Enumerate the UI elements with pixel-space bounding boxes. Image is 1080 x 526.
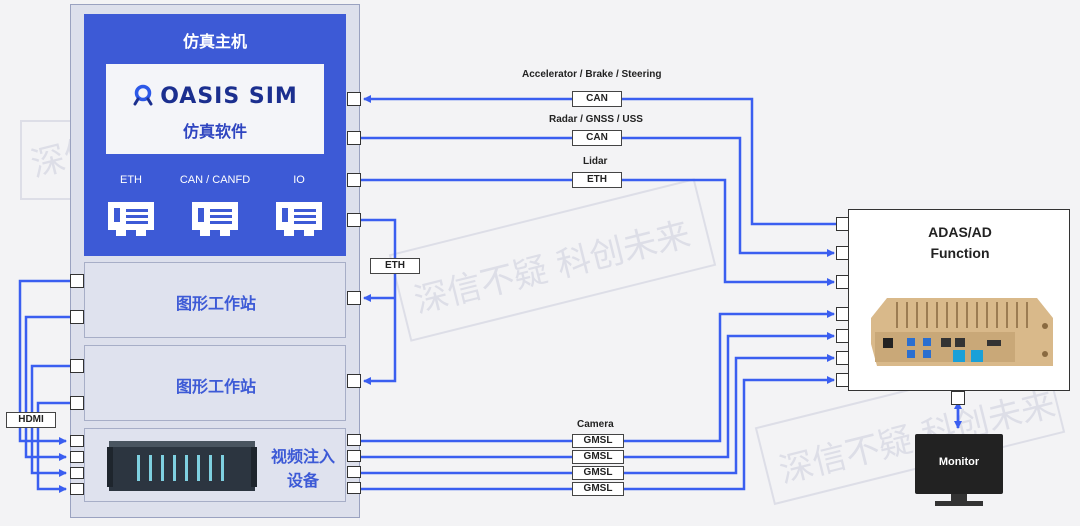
wire-eth-workstations [360,218,397,385]
adas-controller-hardware-icon [867,288,1057,384]
wire-can-sensors [360,136,835,257]
host-port-can-control [347,92,361,106]
adas-title: ADAS/AD Function [849,222,1071,264]
monitor-base [935,501,983,506]
injector-port-hdmi-1 [70,435,84,447]
signal-label-radar: Radar / GNSS / USS [549,114,643,125]
io-port-label: IO [293,174,305,186]
wire-eth-lidar [360,178,835,286]
ws2-port-eth [347,374,361,388]
wire-gmsl-4 [360,376,835,491]
host-port-can-sensors [347,131,361,145]
ws1-port-eth [347,291,361,305]
oasis-logo-icon [133,84,153,106]
monitor-label: Monitor [938,456,980,468]
eth-port-label: ETH [120,174,142,186]
video-injector-label-line2: 设备 [286,471,319,490]
ws1-port-hdmi-2 [70,310,84,324]
video-injector-label-line1: 视频注入 [270,447,335,466]
host-port-eth-ws [347,213,361,227]
simulation-host-title: 仿真主机 [182,32,247,51]
software-logo-text: OASIS SIM [160,84,298,109]
signal-label-accel: Accelerator / Brake / Steering [522,69,662,80]
network-card-icon [190,200,240,238]
video-injector-label: 视频注入 设备 [263,445,343,493]
wire-hdmi-2 [24,315,70,461]
tag-gmsl-4: GMSL [572,482,624,496]
graphics-workstation-1: 图形工作站 [84,262,346,338]
monitor-icon: Monitor [915,434,1003,494]
tag-can-control: CAN [572,91,622,107]
tag-gmsl-1: GMSL [572,434,624,448]
tag-can-sensors: CAN [572,130,622,146]
ws2-port-hdmi-2 [70,396,84,410]
injector-port-gmsl-3 [347,466,361,478]
graphics-workstation-label: 图形工作站 [175,294,256,313]
injector-port-hdmi-4 [70,483,84,495]
graphics-workstation-2: 图形工作站 [84,345,346,421]
monitor-stand [951,494,967,502]
tag-gmsl-3: GMSL [572,466,624,480]
can-port-label: CAN / CANFD [179,174,251,186]
ws1-port-hdmi-1 [70,274,84,288]
network-card-icon [106,200,156,238]
wire-gmsl-1 [360,310,835,443]
injector-port-hdmi-2 [70,451,84,463]
ws2-port-hdmi-1 [70,359,84,373]
wire-gmsl-2 [360,332,835,459]
tag-eth-lidar: ETH [572,172,622,188]
simulation-software-panel: OASIS SIM 仿真软件 [106,64,324,154]
wire-can-control [363,95,836,226]
video-injection-device: 视频注入 设备 [84,428,346,502]
video-injector-hardware-icon [107,439,257,495]
wire-hdmi-1 [18,279,70,445]
wire-hdmi-4 [36,401,70,493]
simulation-software-label: 仿真软件 [182,122,247,141]
signal-label-camera: Camera [577,419,614,430]
simulation-host: 仿真主机 OASIS SIM 仿真软件 ETH CAN / CANFD IO [84,14,346,256]
injector-port-gmsl-1 [347,434,361,446]
host-port-eth-lidar [347,173,361,187]
signal-label-lidar: Lidar [583,156,608,167]
injector-port-hdmi-3 [70,467,84,479]
adas-function-box: ADAS/AD Function [848,209,1070,391]
tag-eth-workstations: ETH [370,258,420,274]
oasis-sim-logo: OASIS SIM [106,84,324,110]
network-card-icon [274,200,324,238]
wire-gmsl-3 [360,354,835,475]
graphics-workstation-label: 图形工作站 [175,377,256,396]
injector-port-gmsl-2 [347,450,361,462]
adas-title-line1: ADAS/AD [928,224,992,240]
adas-title-line2: Function [930,245,990,261]
tag-gmsl-2: GMSL [572,450,624,464]
adas-port-monitor [951,391,965,405]
tag-hdmi: HDMI [6,412,56,428]
injector-port-gmsl-4 [347,482,361,494]
